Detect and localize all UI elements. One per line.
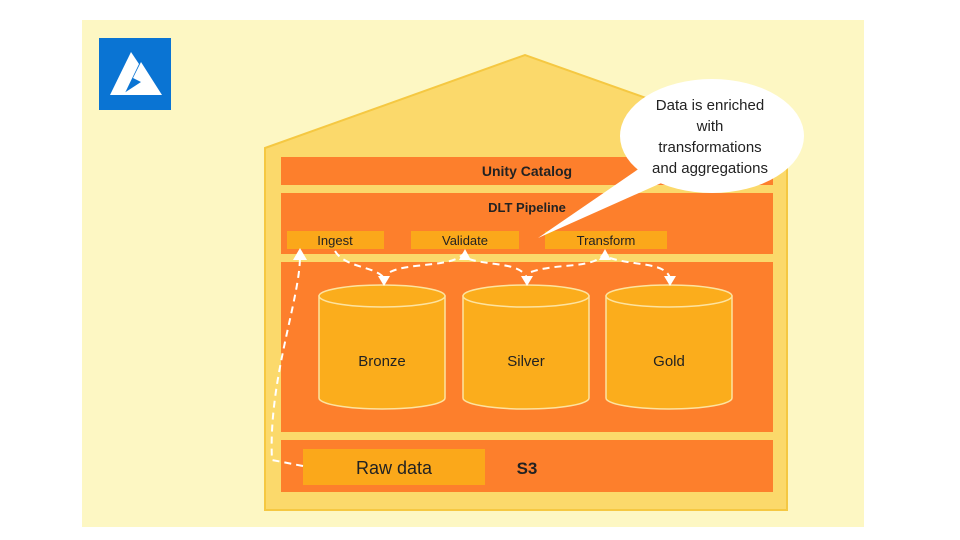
cylinder-gold: Gold <box>605 284 733 410</box>
arrow-raw-to-ingest <box>270 255 304 467</box>
callout-bubble: Data is enriched with transformations an… <box>538 79 804 238</box>
cylinder-silver-label: Silver <box>507 353 545 370</box>
step-ingest-label: Ingest <box>317 233 353 248</box>
unity-catalog-label: Unity Catalog <box>482 163 572 179</box>
dlt-pipeline-band: DLT Pipeline Ingest Validate Transform <box>281 193 773 254</box>
cylinder-silver: Silver <box>462 284 590 410</box>
arrow-transform-to-gold <box>609 257 671 279</box>
s3-band: Raw data S3 <box>281 440 773 492</box>
step-validate-label: Validate <box>442 233 488 248</box>
arrow-validate-to-silver <box>468 258 528 279</box>
callout-line-1: Data is enriched <box>656 97 764 114</box>
arrow-bronze-to-validate <box>389 251 466 273</box>
cylinder-bronze: Bronze <box>318 284 446 410</box>
step-ingest <box>287 231 384 249</box>
step-validate <box>411 231 519 249</box>
raw-data-box <box>303 449 485 485</box>
callout-line-3: transformations <box>658 139 761 156</box>
arrow-heads <box>293 248 676 286</box>
callout-line-2: with <box>696 118 724 135</box>
azure-logo-icon <box>99 38 171 110</box>
arrow-ingest-to-bronze <box>334 250 385 279</box>
step-transform-label: Transform <box>577 233 636 248</box>
s3-label: S3 <box>517 459 538 478</box>
raw-data-label: Raw data <box>356 458 433 478</box>
cylinder-gold-label: Gold <box>653 353 685 370</box>
cylinder-bronze-label: Bronze <box>358 353 406 370</box>
dlt-pipeline-label: DLT Pipeline <box>488 200 566 215</box>
step-transform <box>545 231 667 249</box>
callout-line-4: and aggregations <box>652 160 768 177</box>
